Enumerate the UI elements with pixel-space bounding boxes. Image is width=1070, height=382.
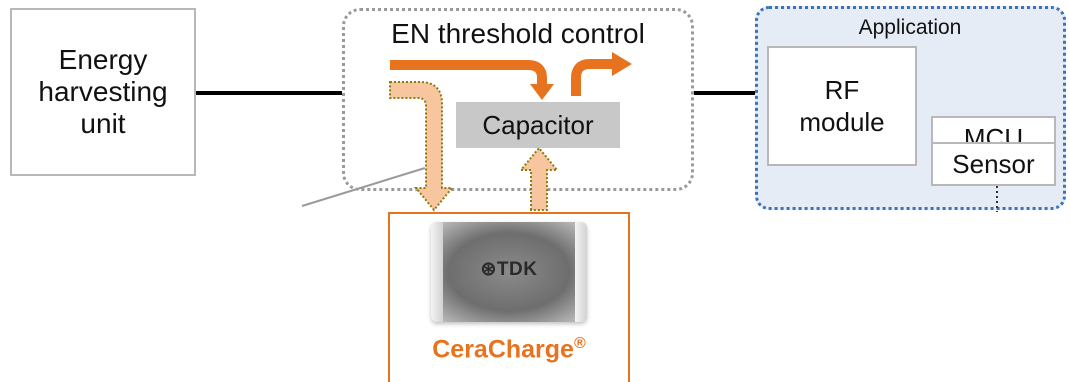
- sensor-box: Sensor: [931, 142, 1056, 186]
- harvester-label-line-3: unit: [80, 108, 126, 139]
- harvester-label-line-1: Energy: [58, 44, 148, 75]
- sensor-label: Sensor: [952, 148, 1035, 179]
- from-ceracharge-arrow: [518, 146, 560, 211]
- capacitor-label: Capacitor: [482, 109, 594, 140]
- discharge-flow-arrowhead: [612, 52, 632, 76]
- threshold-control-label: EN threshold control: [391, 18, 645, 49]
- chip-right-terminal: [575, 222, 587, 322]
- threshold-control-container: [342, 8, 694, 191]
- application-label: Application: [858, 16, 962, 39]
- ceracharge-chip-image: [431, 222, 587, 322]
- capacitor-box: Capacitor: [456, 102, 620, 148]
- charge-flow-arrowhead: [530, 84, 554, 100]
- rf-module-label-line-1: RF: [824, 75, 860, 105]
- registered-mark: ®: [573, 335, 586, 352]
- harvester-label-line-2: harvesting: [38, 76, 168, 107]
- chip-left-terminal: [431, 222, 443, 322]
- discharge-flow-arrow: [571, 59, 614, 96]
- ceracharge-label: CeraCharge®: [388, 335, 630, 364]
- energy-harvesting-unit-box: Energy harvesting unit: [10, 8, 196, 176]
- tdk-logo: ⊛TDK: [480, 259, 538, 280]
- rf-module-box: RF module: [767, 46, 917, 166]
- callout-line: [301, 167, 426, 207]
- ceracharge-name: CeraCharge: [432, 335, 574, 364]
- to-ceracharge-arrow: [389, 81, 455, 212]
- charge-flow-arrow: [390, 60, 547, 86]
- rf-module-label-line-2: module: [799, 107, 885, 137]
